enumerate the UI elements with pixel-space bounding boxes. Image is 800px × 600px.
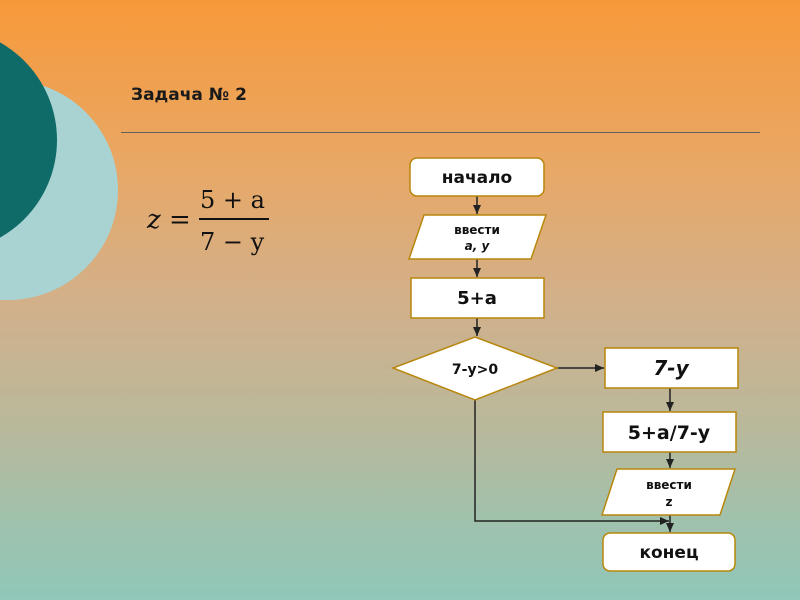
node-step3-label: 5+a/7-y <box>628 422 711 444</box>
node-step1-label: 5+a <box>457 288 497 309</box>
node-step1: 5+a <box>410 277 545 319</box>
node-start-label: начало <box>442 168 513 188</box>
node-input-label-line1: ввести <box>454 223 500 237</box>
node-start: начало <box>409 157 545 197</box>
formula-equals: = <box>169 205 191 235</box>
node-output-label-line1: ввести <box>646 478 692 492</box>
node-input-label-line2: a, y <box>465 239 491 253</box>
slide-title: Задача № 2 <box>131 85 248 105</box>
formula-numerator: 5 + a <box>200 186 265 214</box>
node-output: ввести z <box>600 468 737 516</box>
node-step3: 5+a/7-y <box>602 411 737 453</box>
arrow-condition-false-to-end <box>474 400 669 525</box>
node-step2-label: 7-y <box>653 356 689 380</box>
node-condition-label: 7-y>0 <box>452 362 498 378</box>
formula-lhs: z <box>146 205 161 235</box>
node-condition: 7-y>0 <box>390 336 560 401</box>
node-input: ввести a, y <box>407 214 548 260</box>
formula: z = 5 + a 7 − y <box>146 186 269 256</box>
node-end-label: конец <box>639 543 698 563</box>
node-end: конец <box>602 532 736 572</box>
dark-circle <box>0 42 57 238</box>
formula-denominator: 7 − y <box>200 228 265 256</box>
node-step2: 7-y <box>604 347 739 389</box>
title-divider <box>121 132 760 133</box>
node-output-label-line2: z <box>666 495 673 509</box>
